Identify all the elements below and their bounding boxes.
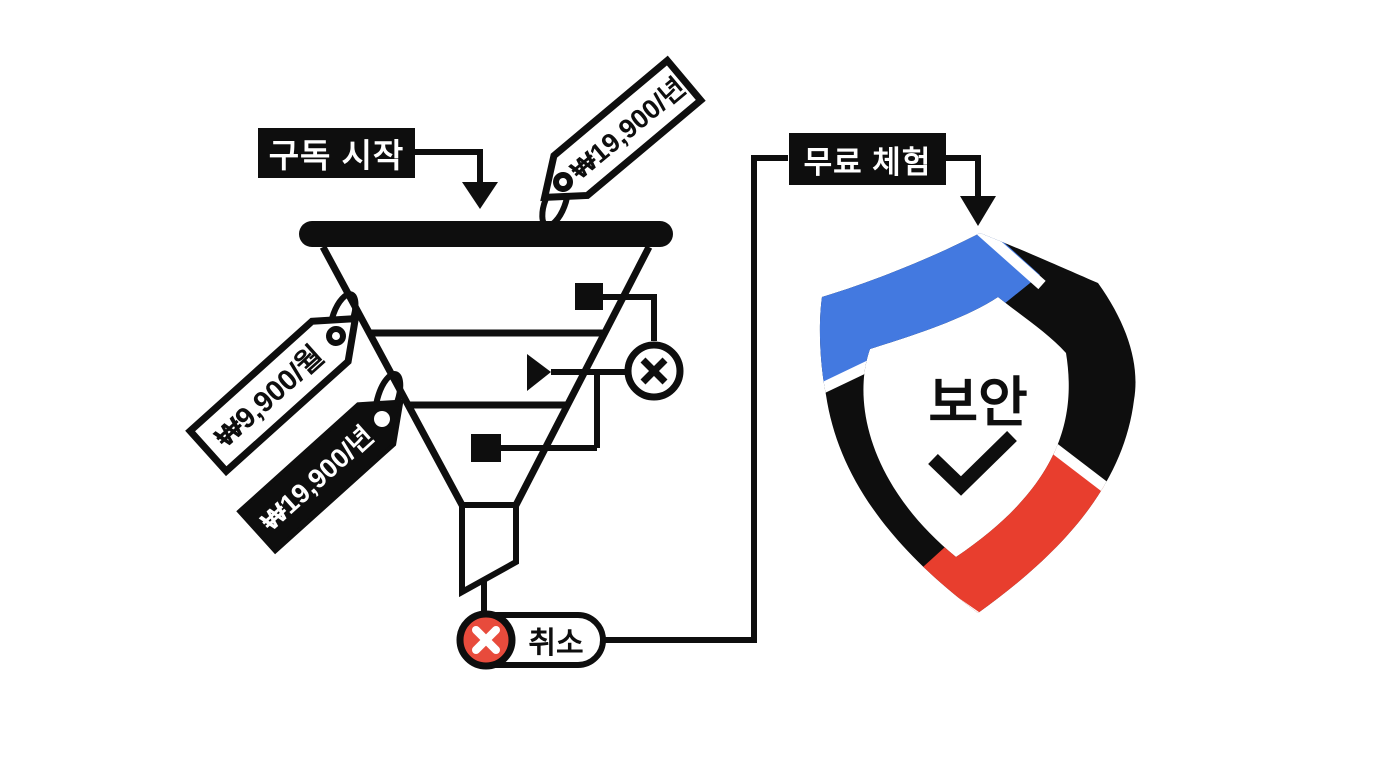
tag-hole-icon [374,411,390,427]
free-trial-label: 무료 체험 [789,133,946,185]
price-tag-shape [540,55,706,202]
square-marker-icon [575,283,603,310]
security-label: 보안 [928,373,1027,433]
cancel-node [456,578,606,670]
tag-hole-icon [553,172,573,192]
connector-line [415,149,483,184]
price-tag-shape [185,314,360,477]
connector-line [603,155,788,643]
security-check-icon [928,431,1017,496]
security-shield: 보안 [819,233,1136,613]
tag-hole-icon [326,326,346,346]
connector-line [946,155,981,198]
cancel-label: 취소 [528,627,584,660]
funnel-spout [459,502,519,598]
tag-strings [327,177,571,425]
cancel-x-stroke [472,626,500,654]
subscribe-arrow [415,149,498,209]
funnel-top-bar [299,221,673,247]
down-arrow-icon [960,196,996,226]
trial-connector [603,155,996,643]
down-arrow-icon [462,182,498,209]
funnel-step-markers [471,283,684,462]
price-tag-annual-top: ₩19,900/년 [540,55,706,202]
play-triangle-icon [527,354,551,391]
shield-segment-red [912,449,1122,613]
square-marker-icon [471,434,501,462]
subscribe-start-label: 구독 시작 [258,128,415,178]
connector-line [603,294,657,341]
x-circle-stroke [640,357,668,385]
funnel-right-edge [512,245,653,507]
price-tag-shape [236,399,404,555]
shield-gap [966,233,1046,290]
